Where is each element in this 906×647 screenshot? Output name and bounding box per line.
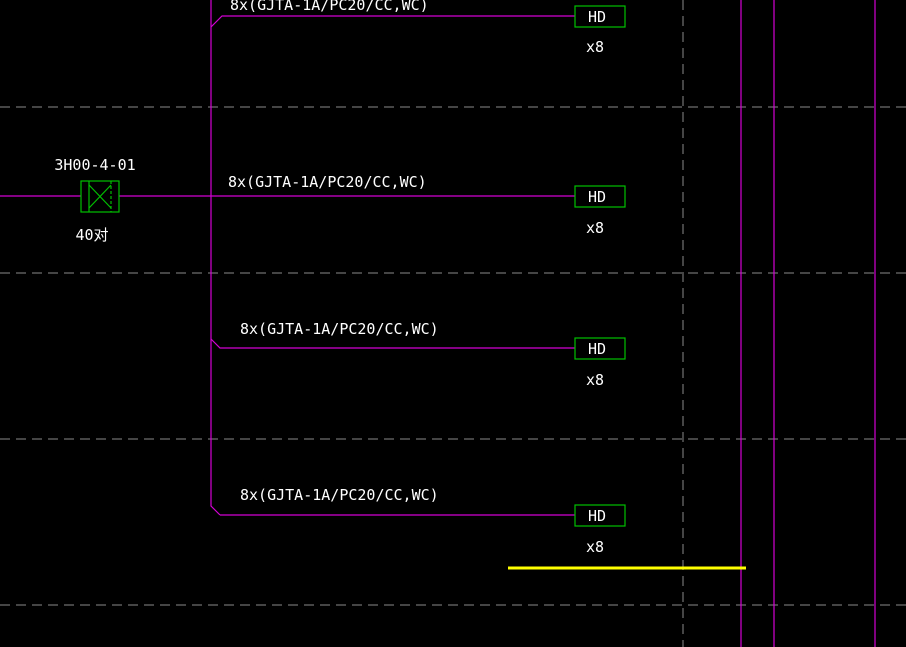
branch-wire xyxy=(210,338,575,349)
bus-trunk xyxy=(210,0,221,516)
terminal-label: HD xyxy=(588,188,606,206)
multiplier-label: x8 xyxy=(586,538,604,556)
cable-label: 8x(GJTA-1A/PC20/CC,WC) xyxy=(240,320,439,338)
cable-label: 8x(GJTA-1A/PC20/CC,WC) xyxy=(230,0,429,14)
cable-label: 8x(GJTA-1A/PC20/CC,WC) xyxy=(228,173,427,191)
branch-wire xyxy=(210,15,575,28)
terminal-label: HD xyxy=(588,507,606,525)
vertical-bus xyxy=(210,0,221,516)
terminal-label: HD xyxy=(588,340,606,358)
multiplier-label: x8 xyxy=(586,371,604,389)
terminal-box xyxy=(574,504,626,527)
distribution-panel-symbol[interactable] xyxy=(80,180,120,213)
branch-4[interactable]: 8x(GJTA-1A/PC20/CC,WC) HD x8 xyxy=(220,486,626,556)
cable-label: 8x(GJTA-1A/PC20/CC,WC) xyxy=(240,486,439,504)
branch-1[interactable]: 8x(GJTA-1A/PC20/CC,WC) HD x8 xyxy=(210,0,626,56)
boundary-lines xyxy=(740,0,876,647)
terminal-box xyxy=(574,337,626,360)
multiplier-label: x8 xyxy=(586,38,604,56)
branch-2[interactable]: 8x(GJTA-1A/PC20/CC,WC) HD x8 xyxy=(211,173,626,237)
terminal-box xyxy=(574,185,626,208)
panel-cross-2 xyxy=(88,184,112,209)
terminal-box xyxy=(574,5,626,28)
branch-3[interactable]: 8x(GJTA-1A/PC20/CC,WC) HD x8 xyxy=(210,320,626,389)
terminal-label: HD xyxy=(588,8,606,26)
panel-label: 3H00-4-01 xyxy=(54,156,135,174)
panel-count: 40对 xyxy=(75,226,108,244)
panel-outer-box xyxy=(80,180,120,213)
multiplier-label: x8 xyxy=(586,219,604,237)
